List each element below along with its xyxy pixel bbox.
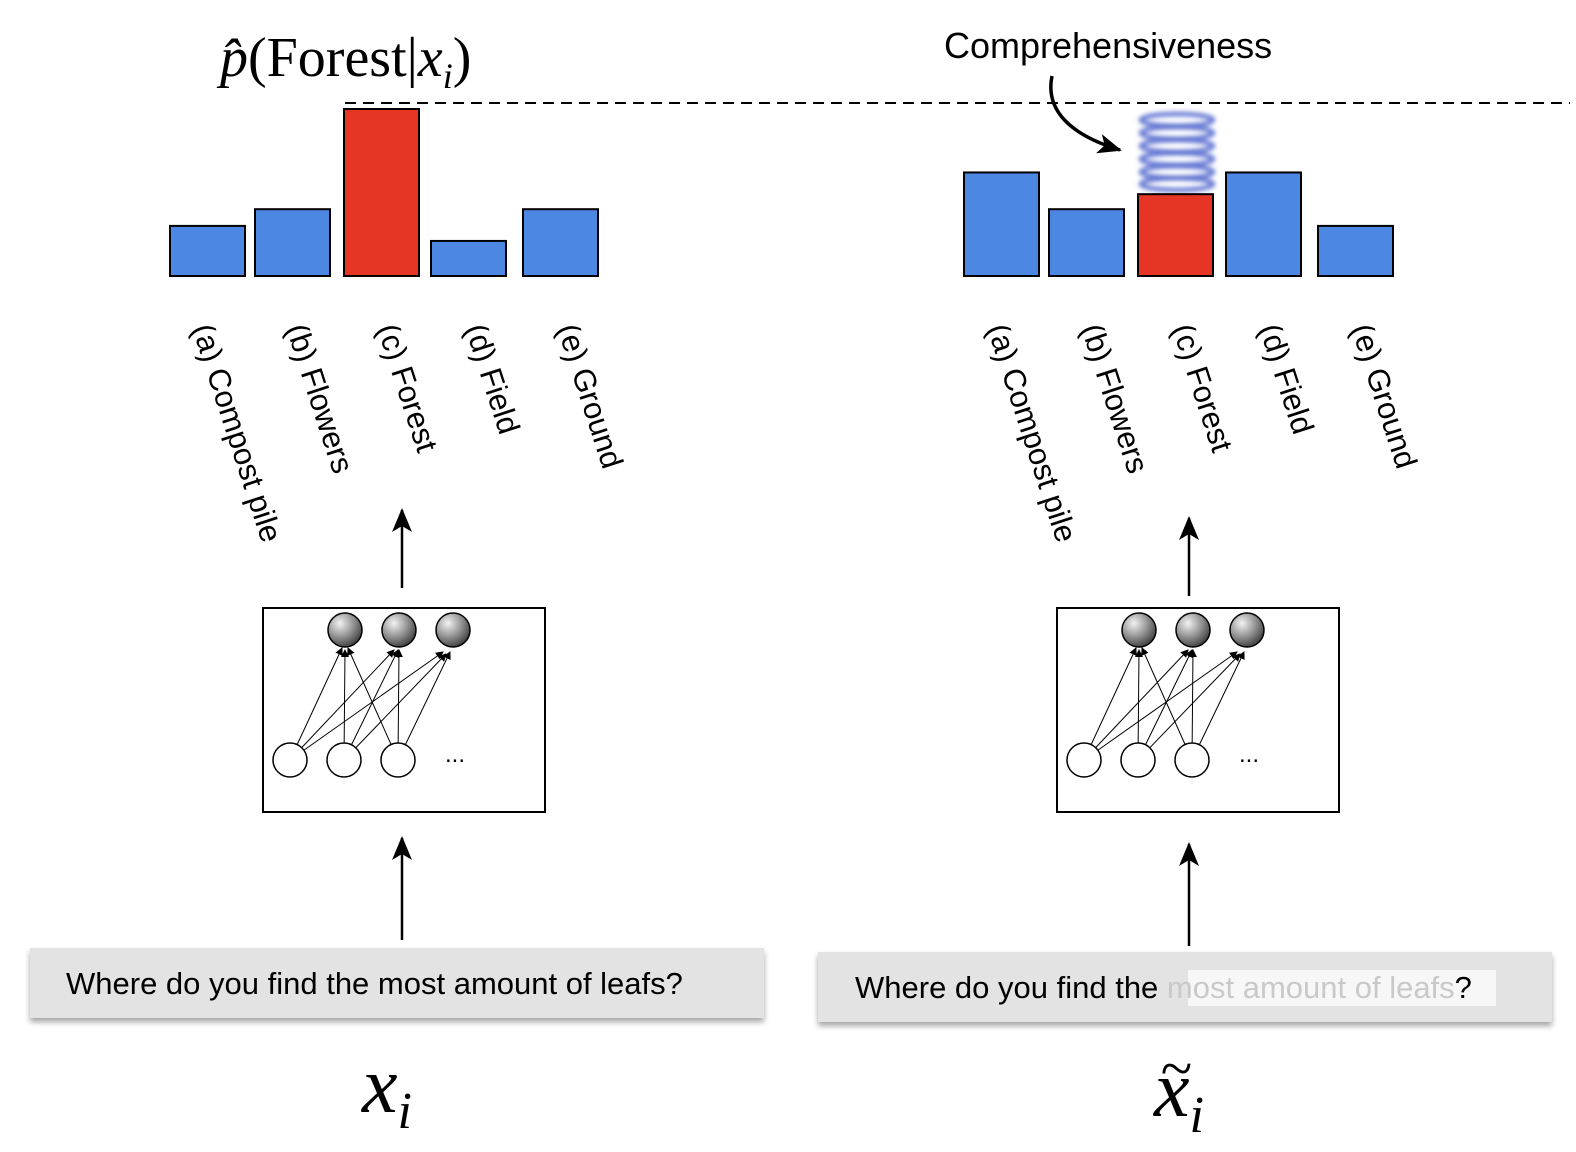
left-bar-chart xyxy=(169,108,599,277)
left-category-labels: (a) Compost pile(b) Flowers(c) Forest(d)… xyxy=(185,319,630,546)
right-sentence: Where do you find the most amount of lea… xyxy=(855,970,1472,1005)
left-bar-2 xyxy=(254,208,331,277)
spring-icon xyxy=(1138,111,1216,193)
right-bar-4 xyxy=(1225,171,1302,278)
left-category-label-3: (c) Forest xyxy=(370,319,444,456)
left-sentence: Where do you find the most amount of lea… xyxy=(66,966,683,1001)
probability-formula: p̂(Forest|xi) xyxy=(216,27,471,96)
left-input-node-2 xyxy=(326,742,362,778)
right-ellipsis: ... xyxy=(1239,741,1259,768)
left-bar-5 xyxy=(522,208,599,277)
right-category-label-4: (d) Field xyxy=(1252,319,1320,438)
right-bar-1 xyxy=(963,171,1040,278)
right-input-node-2 xyxy=(1120,742,1156,778)
left-output-node-3 xyxy=(435,612,471,648)
left-bar-3 xyxy=(343,108,420,277)
masked-phrase: most amount of leafs xyxy=(1167,970,1455,1005)
comprehensiveness-arrow xyxy=(1049,75,1122,154)
right-output-node-2 xyxy=(1175,612,1211,648)
masked-phrase-highlight xyxy=(1188,970,1496,1006)
left-category-label-2: (b) Flowers xyxy=(279,319,360,477)
right-network-edges xyxy=(1083,647,1245,761)
right-network-box: ... xyxy=(1056,607,1340,813)
right-output-node-1 xyxy=(1121,612,1157,648)
right-sentence-suffix: ? xyxy=(1455,970,1472,1005)
right-output-node-3 xyxy=(1229,612,1265,648)
right-input-symbol: xi xyxy=(1153,1046,1204,1144)
left-category-label-1: (a) Compost pile xyxy=(185,319,289,546)
left-output-node-2 xyxy=(381,612,417,648)
right-bar-5 xyxy=(1317,224,1394,277)
left-category-label-5: (e) Ground xyxy=(550,319,630,472)
left-ellipsis: ... xyxy=(445,741,465,768)
left-input-node-1 xyxy=(272,742,308,778)
right-bar-3 xyxy=(1137,193,1214,277)
formula-word: Forest xyxy=(267,27,407,89)
right-input-node-3 xyxy=(1174,742,1210,778)
right-sentence-prefix: Where do you find the xyxy=(855,970,1167,1005)
formula-p: p̂ xyxy=(216,27,248,89)
right-category-label-1: (a) Compost pile xyxy=(980,319,1084,546)
right-category-label-2: (b) Flowers xyxy=(1074,319,1155,477)
left-panel: p̂(Forest|xi) (a) Compost pile(b) Flower… xyxy=(30,27,764,1140)
right-input-tilde: ~ xyxy=(1160,1036,1191,1101)
right-panel: Comprehensiveness (a) Compost pile(b) Fl… xyxy=(818,25,1552,1144)
right-input-node-1 xyxy=(1066,742,1102,778)
right-category-labels: (a) Compost pile(b) Flowers(c) Forest(d)… xyxy=(980,319,1424,546)
left-network-box: ... xyxy=(262,607,546,813)
left-bar-1 xyxy=(169,224,246,277)
right-category-label-3: (c) Forest xyxy=(1165,319,1239,456)
comprehensiveness-label: Comprehensiveness xyxy=(944,25,1272,66)
right-bar-chart xyxy=(963,171,1394,278)
left-output-node-1 xyxy=(327,612,363,648)
left-input-node-3 xyxy=(380,742,416,778)
left-bar-4 xyxy=(430,239,507,277)
left-category-label-4: (d) Field xyxy=(458,319,526,438)
right-bar-2 xyxy=(1048,208,1125,277)
right-category-label-5: (e) Ground xyxy=(1344,319,1424,472)
left-sentence-box xyxy=(30,948,764,1018)
left-network-edges xyxy=(289,647,451,761)
left-input-symbol: xi xyxy=(361,1042,412,1140)
